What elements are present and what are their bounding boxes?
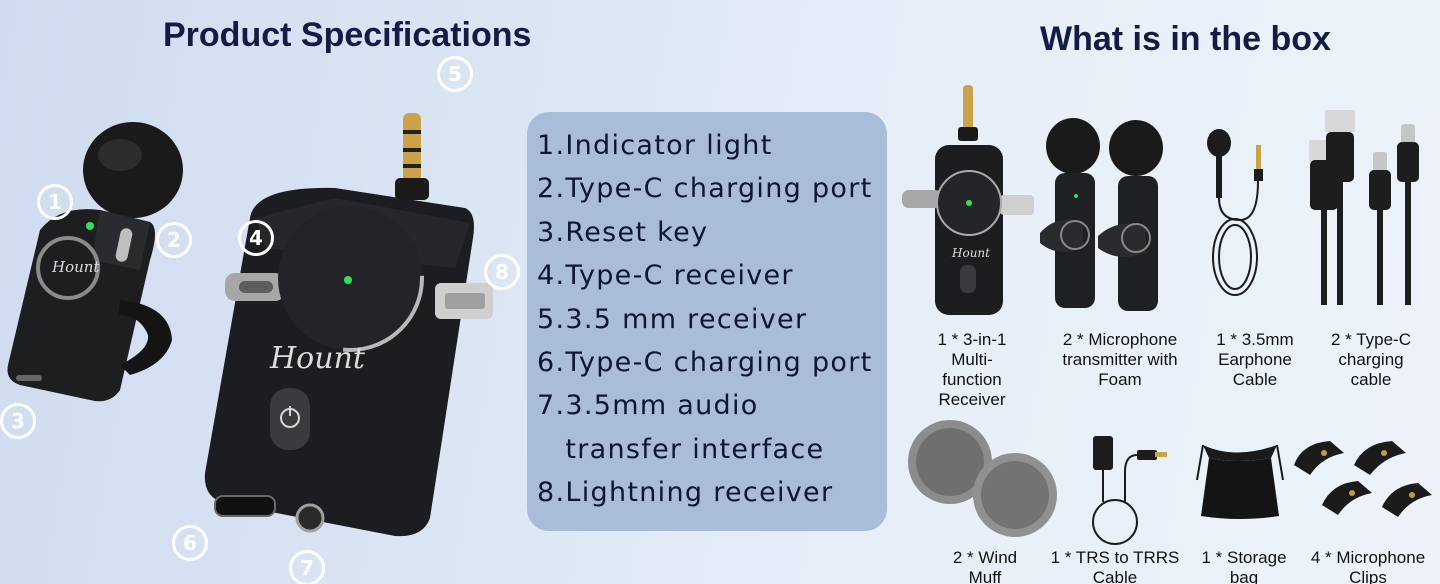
spec-item: 4.Type-C receiver <box>537 260 794 292</box>
box-item-caption: 1 * 3-in-1 Multi-function Receiver <box>937 330 1007 409</box>
svg-text:Hount: Hount <box>51 258 100 276</box>
callout-3: 3 <box>0 403 36 439</box>
spec-item: 7.3.5mm audio transfer interface <box>537 390 825 465</box>
callout-1: 1 <box>37 184 73 220</box>
callout-7: 7 <box>289 550 325 584</box>
specifications-panel: 1.Indicator light 2.Type-C charging port… <box>527 112 887 531</box>
wind-muff-icon <box>908 420 1057 537</box>
box-item-caption: 1 * TRS to TRRS Cable <box>1050 548 1180 584</box>
callout-6: 6 <box>172 525 208 561</box>
clip-icon <box>1294 441 1432 517</box>
svg-text:Hount: Hount <box>269 341 366 376</box>
spec-item: 6.Type-C charging port <box>537 347 873 379</box>
spec-item: 3.Reset key <box>537 216 709 248</box>
callout-5: 5 <box>437 56 473 92</box>
storage-bag-icon <box>1196 444 1284 519</box>
spec-item: 1.Indicator light <box>537 130 773 161</box>
specifications-title: Product Specifications <box>163 16 532 54</box>
spec-item: 8.Lightning receiver <box>537 477 834 509</box>
box-item-caption: 1 * Storage bag <box>1201 548 1287 584</box>
usb-cable-icon <box>1309 110 1419 305</box>
box-contents-title: What is in the box <box>1040 20 1331 58</box>
receiver-icon: Hount <box>902 85 1034 315</box>
box-item-caption: 1 * 3.5mm Earphone Cable <box>1216 330 1294 389</box>
box-item-caption: 2 * Wind Muff <box>952 548 1018 584</box>
trs-cable-icon <box>1092 436 1167 545</box>
svg-text:Hount: Hount <box>951 246 990 260</box>
receiver-image: Hount <box>204 113 493 537</box>
callout-8: 8 <box>484 254 520 290</box>
box-item-caption: 4 * Microphone Clips <box>1310 548 1426 584</box>
spec-item: 2.Type-C charging port <box>537 173 873 205</box>
specifications-list: 1.Indicator light 2.Type-C charging port… <box>537 124 887 515</box>
callout-2: 2 <box>156 222 192 258</box>
microphone-transmitter-image: Hount <box>7 122 183 402</box>
box-item-caption: 2 * Microphone transmitter with Foam <box>1062 330 1178 389</box>
box-item-caption: 2 * Type-C charging cable <box>1330 330 1411 389</box>
spec-item: 5.3.5 mm receiver <box>537 303 808 335</box>
earphone-icon <box>1207 129 1263 296</box>
microphone-icon <box>1040 118 1163 311</box>
callout-4: 4 <box>238 220 274 256</box>
